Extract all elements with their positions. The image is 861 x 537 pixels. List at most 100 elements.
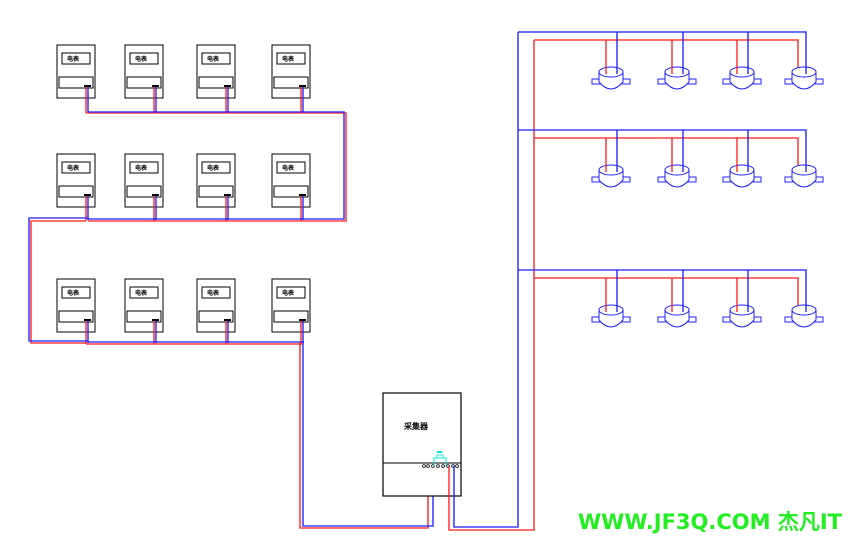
electric-meter-terminal-box [58,76,94,89]
electric-meter-terminal [224,319,231,321]
red-wire-water-branch [534,277,799,316]
collector-terminal [441,464,445,468]
water-meter [722,304,762,328]
electric-meter-terminal-box [273,310,309,323]
electric-meter: 电表 [124,153,164,208]
electric-meter: 电表 [56,278,96,333]
electric-meter-label: 电表 [135,164,148,172]
red-wire-bus [86,112,347,222]
collector-terminal [455,464,459,468]
electric-meter-terminal-box [126,76,162,89]
electric-meter-terminal-box [198,76,234,89]
red-wire-water-branch [534,39,799,78]
blue-wire-water-branch [518,269,807,304]
electric-meter-display [276,161,306,174]
electric-meter: 电表 [271,153,311,208]
electric-meter-display [129,161,159,174]
electric-meter-label: 电表 [207,289,220,297]
water-meter [784,304,824,328]
collector-frame [382,392,462,497]
electric-meter-display [61,161,91,174]
collector-terminal [426,464,430,468]
electric-meter-display [61,52,91,65]
water-meter [657,66,697,90]
electric-meter-label: 电表 [282,164,295,172]
electric-meter-display [276,52,306,65]
blue-wire-bus [88,111,345,220]
red-wire-to-collector [299,342,429,529]
water-meter-top [598,164,624,176]
electric-meter: 电表 [196,278,236,333]
water-meter-top [598,66,624,78]
water-meter-top [729,164,755,176]
electric-meter-display [201,286,231,299]
electric-meter: 电表 [196,44,236,99]
electric-meter: 电表 [271,44,311,99]
red-wire-water-branch [534,137,799,176]
collector-label: 采集器 [403,421,429,431]
red-wire-to-water [448,40,535,531]
electric-meter-label: 电表 [135,55,148,63]
electric-meter-terminal [84,194,91,196]
electric-meter-label: 电表 [67,164,80,172]
electric-meter-terminal [299,319,306,321]
electric-meter-terminal [224,194,231,196]
electric-meter-terminal-box [198,310,234,323]
electric-meter-label: 电表 [135,289,148,297]
electric-meter-terminal-box [198,185,234,198]
blue-wire-water-branch [518,31,807,66]
electric-meter-label: 电表 [67,289,80,297]
red-wire-bus [30,220,86,344]
water-meter-top [664,304,690,316]
electric-meter: 电表 [271,278,311,333]
electric-meter-label: 电表 [207,164,220,172]
electric-meter-terminal [84,319,91,321]
water-meter [784,164,824,188]
electric-meter-terminal-box [126,185,162,198]
collector-terminal-cap [436,454,444,459]
electric-meter-terminal [152,85,159,87]
electric-meter-terminal-box [273,76,309,89]
water-meter-top [664,164,690,176]
water-meter-top [729,304,755,316]
water-meter-top [791,304,817,316]
water-meter-top [791,164,817,176]
water-meter-top [598,304,624,316]
electric-meter-label: 电表 [67,55,80,63]
electric-meter-display [276,286,306,299]
electric-meter-display [61,286,91,299]
blue-wire-to-water [453,32,519,528]
water-meter [591,164,631,188]
electric-meter-display [201,161,231,174]
water-meter-top [729,66,755,78]
collector-terminal [436,464,440,468]
electric-meter: 电表 [124,278,164,333]
collector: 采集器 [382,392,462,497]
electric-meter-terminal [152,194,159,196]
electric-meter-terminal [84,85,91,87]
electric-meter: 电表 [196,153,236,208]
collector-terminal [422,464,426,468]
water-meter [591,66,631,90]
water-meter [784,66,824,90]
watermark-text: WWW.JF3Q.COM 杰凡IT [578,510,842,534]
electric-meter-terminal [224,85,231,87]
electric-meter-terminal-box [58,310,94,323]
electric-meter-terminal [299,194,306,196]
electric-meter-terminal [299,85,306,87]
water-meter [657,304,697,328]
electric-meter-label: 电表 [207,55,220,63]
water-meter [657,164,697,188]
water-meter-top [664,66,690,78]
electric-meter-display [129,52,159,65]
electric-meter: 电表 [56,44,96,99]
electric-meter-display [129,286,159,299]
electric-meter-terminal-box [58,185,94,198]
electric-meter-terminal-box [273,185,309,198]
electric-meter-label: 电表 [282,55,295,63]
electric-meter-terminal [152,319,159,321]
blue-wire-water-branch [518,129,807,164]
electric-meter-display [201,52,231,65]
collector-antenna [437,451,442,453]
blue-wire-bus [28,217,88,342]
